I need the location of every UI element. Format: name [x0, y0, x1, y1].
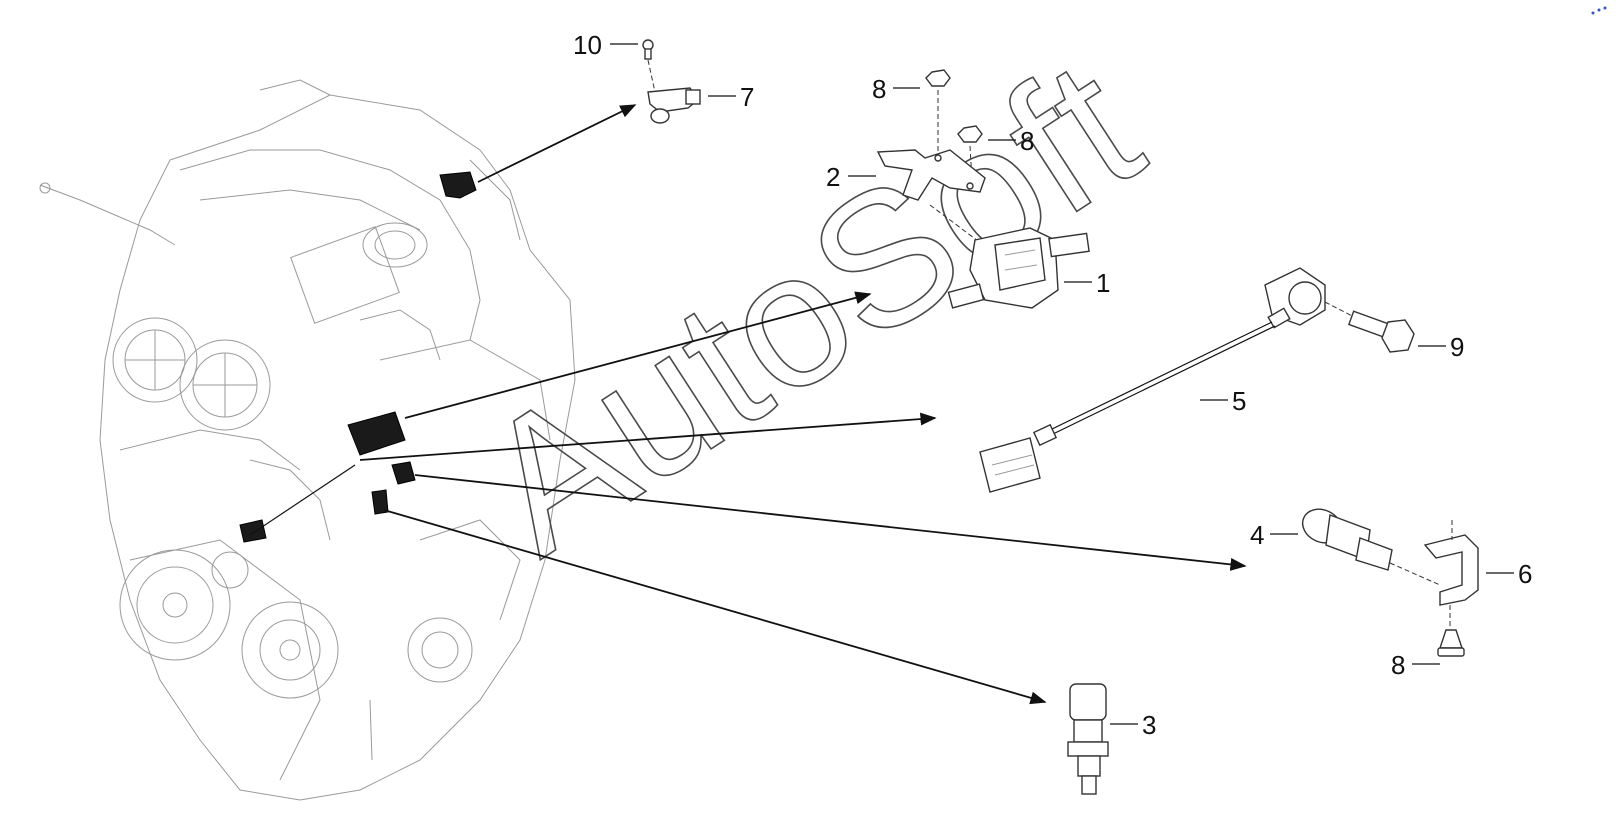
callout-leaders — [610, 43, 1514, 725]
part-9-bolt — [1347, 310, 1415, 353]
callout-10: 10 — [573, 30, 602, 60]
callout-9: 9 — [1450, 332, 1464, 362]
callout-7: 7 — [740, 82, 754, 112]
callout-3: 3 — [1142, 710, 1156, 740]
part-8-bolts-top — [925, 69, 983, 181]
pointer-arrows — [359, 104, 1247, 705]
engine-highlighted-parts — [239, 171, 477, 543]
callout-8c: 8 — [1391, 650, 1405, 680]
callout-2: 2 — [826, 162, 840, 192]
installed-sensor-7 — [439, 171, 477, 199]
corner-mark — [1591, 6, 1607, 15]
arrow-to-part-3 — [383, 509, 1047, 705]
part-5-sensor-cable — [979, 267, 1361, 493]
part-2-bracket — [876, 149, 991, 251]
part-8-clip-bottom — [1437, 629, 1465, 657]
installed-connector-5 — [239, 519, 267, 543]
callout-8a: 8 — [872, 74, 886, 104]
callout-labels: 10 7 8 8 2 1 9 5 4 6 8 3 — [573, 30, 1532, 740]
arrow-to-part-5 — [359, 412, 937, 461]
part-10-bolt — [642, 39, 656, 93]
part-7-sensor — [647, 87, 701, 124]
callout-6: 6 — [1518, 559, 1532, 589]
arrow-to-part-1 — [404, 291, 872, 419]
callout-5: 5 — [1232, 386, 1246, 416]
arrow-to-part-4 — [414, 474, 1247, 571]
part-6-clip — [1423, 520, 1479, 628]
part-3-sensor — [1067, 683, 1109, 795]
installed-sensor-4 — [391, 461, 416, 485]
part-1-valve — [947, 227, 1090, 309]
watermark-text: AutoSoft — [447, 20, 1174, 595]
callout-8b: 8 — [1020, 126, 1034, 156]
installed-valve-1 — [347, 411, 406, 456]
callout-1: 1 — [1096, 268, 1110, 298]
arrow-to-part-7 — [477, 104, 637, 183]
callout-4: 4 — [1250, 520, 1264, 550]
part-4-sensor — [1301, 508, 1441, 586]
engine-assembly — [39, 79, 576, 801]
